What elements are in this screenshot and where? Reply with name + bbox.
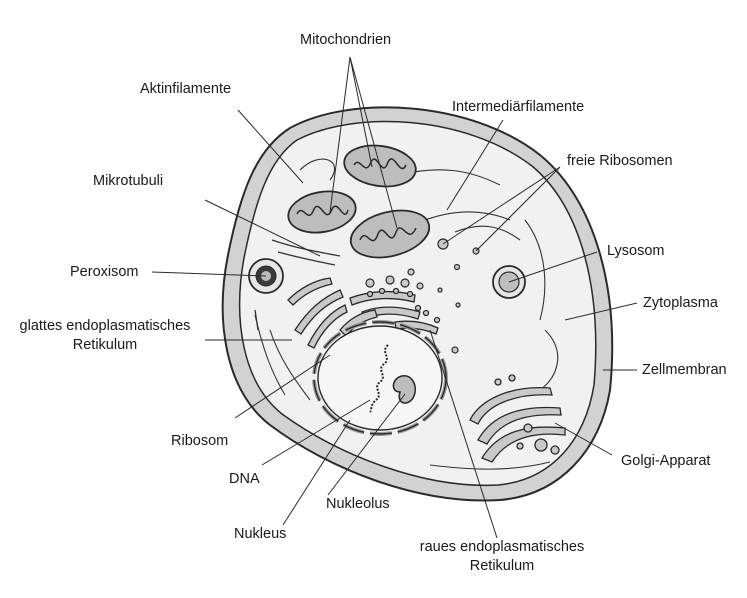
label-mikrotubuli: Mikrotubuli [93,173,164,189]
leader-ribosom [234,354,331,419]
leader-nukleus [282,419,351,526]
filament [429,461,551,470]
label-raues-er-line1: raues endoplasmatisches [419,539,585,555]
label-mitochondrien: Mitochondrien [300,32,392,48]
dna [369,344,389,413]
label-glattes-er: glattes endoplasmatisches Retikulum [0,317,210,355]
label-golgi-apparat: Golgi-Apparat [621,453,711,469]
label-zytoplasma: Zytoplasma [643,295,718,311]
mitochondrion [349,209,431,259]
leader-lines [151,56,638,539]
label-raues-er: raues endoplasmatisches Retikulum [392,538,612,576]
filament [539,329,559,391]
filament [269,329,311,401]
leader-freie-ribosomen [442,166,561,252]
label-glattes-er-line1: glattes endoplasmatisches [19,318,191,334]
golgi-apparatus [469,374,566,463]
label-nukleolus: Nukleolus [326,496,390,512]
leader-aktinfilamente [237,109,304,184]
leader-mitochondrien [329,56,398,229]
label-glattes-er-line2: Retikulum [72,337,138,353]
leader-raues-er [429,329,498,539]
nucleolus [392,375,417,404]
label-peroxisom: Peroxisom [70,264,139,280]
label-freie-ribosomen: freie Ribosomen [567,153,673,169]
label-intermediaerfilamente: Intermediärfilamente [452,99,585,115]
label-nukleus: Nukleus [234,526,287,542]
leader-peroxisom [151,271,267,277]
leader-intermediaerfilamente [446,119,504,211]
actin-filament [299,158,336,181]
label-dna: DNA [229,471,260,487]
smooth-er [287,277,348,349]
label-zellmembran: Zellmembran [642,362,727,378]
leader-nukleolus [327,393,406,496]
rough-er [339,287,441,337]
nucleus [312,320,448,436]
leader-mikrotubuli [204,199,321,257]
label-raues-er-line2: Retikulum [469,558,535,574]
intermediate-filament [419,211,511,223]
intermediate-filament [454,225,521,241]
label-lysosom: Lysosom [607,243,665,259]
label-ribosom: Ribosom [171,433,229,449]
leader-zytoplasma [564,302,638,321]
leader-golgi [554,422,613,456]
label-aktinfilamente: Aktinfilamente [140,81,232,97]
mitochondrion [287,190,357,234]
leader-dna [261,399,371,466]
leader-lysosom [508,251,598,283]
